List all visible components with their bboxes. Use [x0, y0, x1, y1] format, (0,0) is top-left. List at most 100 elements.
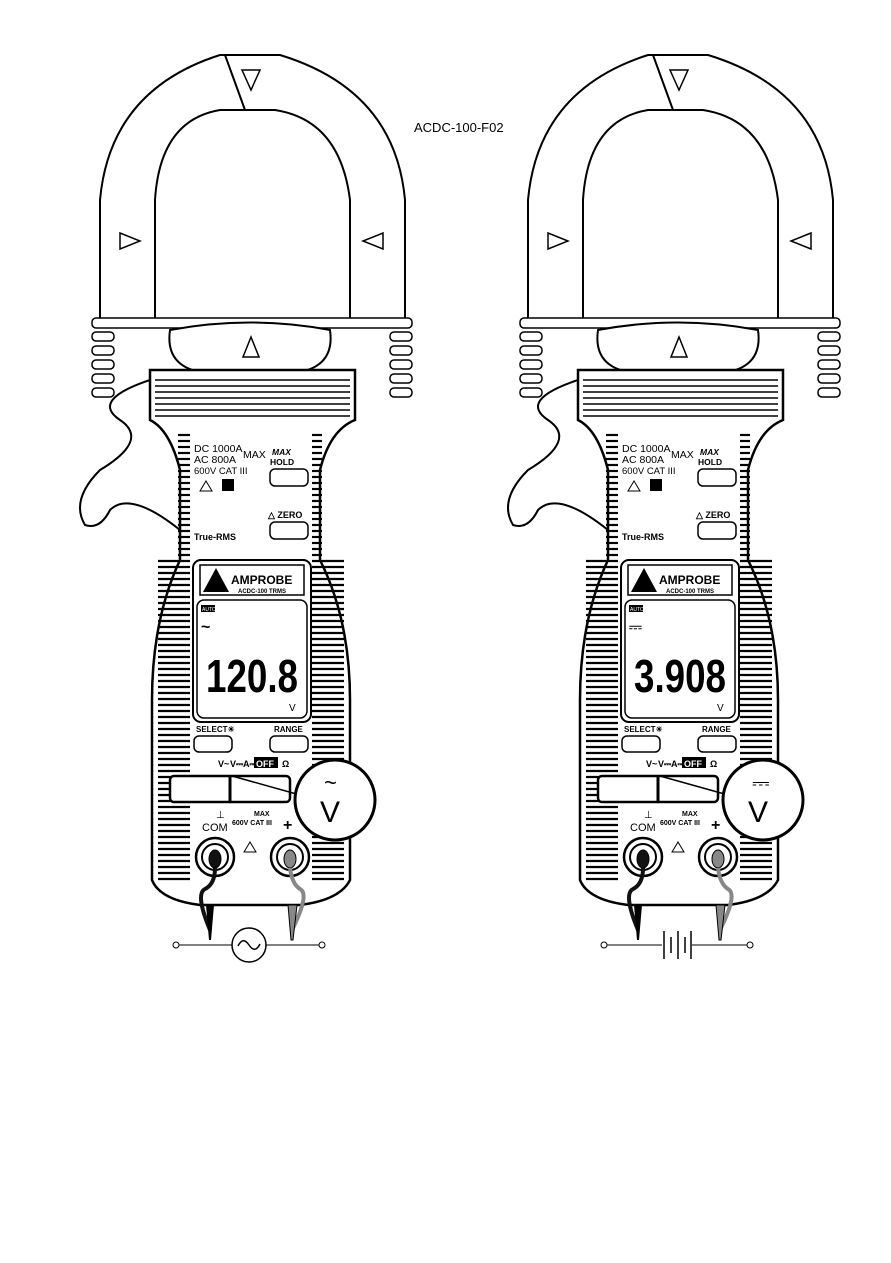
dial-position-3[interactable]: OFF — [256, 759, 274, 769]
com-ground-symbol: ⊥ — [644, 810, 653, 821]
figure-label: ACDC-100-F02 — [414, 120, 504, 135]
grip-ridge — [91, 359, 115, 370]
grip-ridge — [91, 387, 115, 398]
terminal — [600, 941, 608, 949]
arrow-left-icon — [788, 231, 812, 251]
select-button[interactable] — [621, 735, 661, 753]
grip-ridge — [817, 373, 841, 384]
red-probe — [715, 904, 726, 941]
range-button[interactable] — [269, 735, 309, 753]
dial-position-4[interactable]: Ω — [282, 759, 289, 769]
black-test-lead — [199, 867, 217, 931]
brand-name: AMPROBE — [659, 573, 720, 587]
cat-rating: 600V CAT III — [194, 466, 248, 477]
jaw-split-line — [652, 54, 674, 111]
black-probe — [206, 905, 214, 940]
dial-position-0[interactable]: V~ — [646, 759, 657, 769]
arrow-right-icon — [119, 231, 143, 251]
dial-position-1[interactable]: V⎓ — [230, 759, 244, 769]
dial-position-0[interactable]: V~ — [218, 759, 229, 769]
grip-ridge — [389, 373, 413, 384]
mode-indicator: ⎓ — [629, 619, 642, 636]
select-button[interactable] — [193, 735, 233, 753]
max-hold-button[interactable] — [269, 468, 309, 487]
arrow-right-icon — [547, 231, 571, 251]
lcd-reading: 120.8 — [206, 650, 298, 702]
hold-indicator: HOLD — [698, 457, 722, 467]
amprobe-logo-icon — [631, 568, 657, 592]
double-insulation-icon — [650, 479, 662, 491]
spec-dc-rating: DC 1000A — [194, 443, 242, 455]
auto-badge — [201, 605, 215, 612]
arrow-down-icon — [240, 69, 262, 92]
jack-cat-label: 600V CAT III — [232, 820, 272, 827]
spec-ac-rating: AC 800A — [194, 454, 236, 466]
probe-plug — [283, 849, 297, 869]
arrow-up-icon — [241, 334, 261, 358]
range-label: RANGE — [702, 725, 732, 734]
range-button[interactable] — [697, 735, 737, 753]
dial-position-4[interactable]: Ω — [710, 759, 717, 769]
arrow-down-icon — [668, 69, 690, 92]
grip-ridge — [817, 345, 841, 356]
spec-max: MAX — [243, 449, 266, 461]
magnifier-circle — [721, 758, 805, 842]
magnifier-leader — [231, 775, 301, 796]
red-test-lead — [288, 867, 306, 931]
warning-icon — [627, 480, 641, 492]
plus-label: + — [711, 817, 720, 834]
spec-max: MAX — [671, 449, 694, 461]
hold-indicator: HOLD — [270, 457, 294, 467]
magnified-mode-symbol: ~ — [324, 770, 337, 795]
jaw-split-line — [224, 54, 246, 111]
com-ground-symbol: ⊥ — [216, 810, 225, 821]
dial-position-1[interactable]: V⎓ — [658, 759, 672, 769]
auto-indicator: AUTO — [630, 607, 644, 613]
dial-position-2[interactable]: A⎓ — [243, 759, 257, 769]
zero-button[interactable] — [269, 521, 309, 540]
trigger-lever[interactable] — [507, 379, 609, 531]
off-badge — [254, 757, 278, 768]
grip-ridge — [519, 373, 543, 384]
red-test-lead — [716, 867, 734, 931]
grip-ridge — [519, 387, 543, 398]
lcd-screen — [196, 599, 308, 719]
probe-plug — [636, 849, 650, 869]
off-badge — [682, 757, 706, 768]
grip-ridge — [91, 345, 115, 356]
com-label: COM — [630, 822, 656, 834]
grip-ridge — [519, 331, 543, 342]
zero-button[interactable] — [697, 521, 737, 540]
warning-icon — [671, 841, 685, 853]
grip-ridge — [519, 359, 543, 370]
red-probe — [287, 904, 298, 941]
dial-position-2[interactable]: A⎓ — [671, 759, 685, 769]
select-label: SELECT☀ — [624, 725, 663, 734]
magnifier-leader — [659, 775, 729, 796]
lcd-screen — [624, 599, 736, 719]
black-test-lead — [627, 867, 645, 931]
grip-ridge — [389, 387, 413, 398]
terminal — [746, 941, 754, 949]
spec-dc-rating: DC 1000A — [622, 443, 670, 455]
clamp-jaw — [527, 54, 834, 321]
dial-position-3[interactable]: OFF — [684, 759, 702, 769]
warning-icon — [199, 480, 213, 492]
mode-indicator: ~ — [201, 619, 210, 636]
grip-ridge — [389, 345, 413, 356]
jack-max-label: MAX — [254, 811, 270, 818]
magnified-mode-symbol: ⎓ — [752, 770, 770, 795]
black-probe — [634, 905, 642, 940]
lcd-unit: V — [717, 703, 724, 714]
double-insulation-icon — [222, 479, 234, 491]
grip-ridge — [91, 373, 115, 384]
zero-label: △ ZERO — [695, 510, 730, 520]
grip-ridge — [817, 359, 841, 370]
terminal — [318, 941, 326, 949]
trigger-lever[interactable] — [79, 379, 181, 531]
clamp-jaw — [99, 54, 406, 321]
brand-name: AMPROBE — [231, 573, 292, 587]
max-hold-button[interactable] — [697, 468, 737, 487]
